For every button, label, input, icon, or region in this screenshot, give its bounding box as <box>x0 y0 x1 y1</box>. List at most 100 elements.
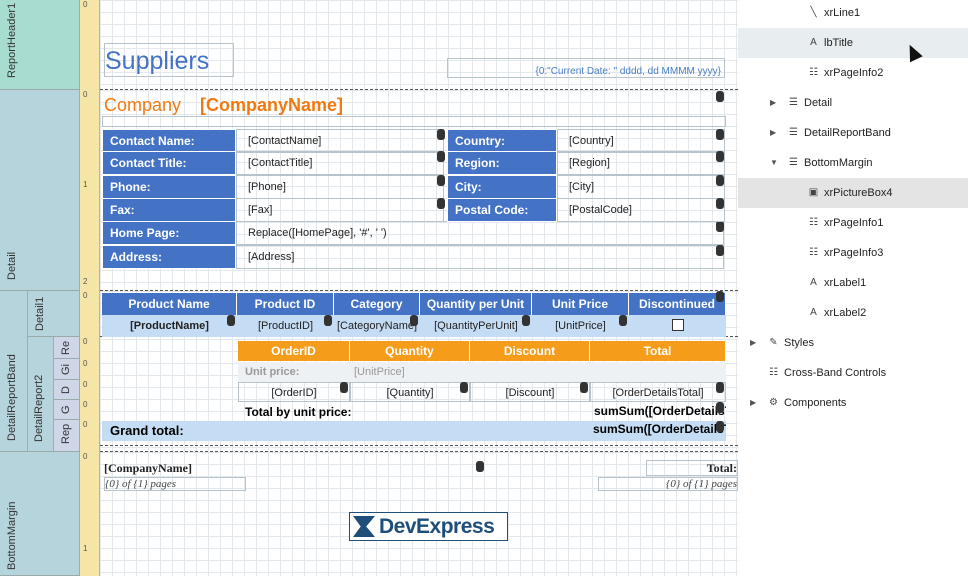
tree-item-xrpageinfo2[interactable]: ☷xrPageInfo2 <box>738 58 968 88</box>
field-value-cell[interactable]: [ContactName] <box>236 129 444 153</box>
grand-total-label[interactable]: Grand total: <box>102 421 590 441</box>
company-caption[interactable]: Company <box>104 95 182 115</box>
discontinued-checkbox[interactable] <box>672 319 684 331</box>
band-g3[interactable]: G <box>54 400 80 420</box>
field-value-cell[interactable]: [ContactTitle] <box>236 151 444 175</box>
field-label-cell[interactable]: Home Page: <box>102 221 236 245</box>
products-value-cell[interactable]: [ProductID] <box>237 315 334 337</box>
expand-arrow-icon[interactable]: ▶ <box>750 398 757 407</box>
field-label-cell[interactable]: Region: <box>447 151 557 175</box>
orders-value-cell[interactable]: [Quantity] <box>350 382 470 402</box>
orders-header-cell[interactable]: Discount <box>470 341 590 361</box>
orders-value-cell[interactable]: [OrderDetailsTotal] <box>590 382 726 402</box>
ruler-tick: 0 <box>83 420 88 429</box>
products-value-cell[interactable]: [QuantityPerUnit] <box>420 315 532 337</box>
band-detail-report2[interactable]: DetailReport2 <box>28 337 54 452</box>
orders-value-cell[interactable]: [OrderID] <box>238 382 350 402</box>
tree-item-bottommargin[interactable]: ▼☰BottomMargin <box>738 148 968 178</box>
total-by-unit-price-label[interactable]: Total by unit price: <box>245 405 352 419</box>
db-field-icon <box>716 129 724 140</box>
band-bottom-margin[interactable]: BottomMargin <box>0 452 80 576</box>
surface-bottom[interactable] <box>100 452 738 576</box>
band-rep[interactable]: Rep <box>54 420 80 452</box>
products-header-cell[interactable]: Product ID <box>237 293 334 315</box>
field-value-cell[interactable]: [Country] <box>557 129 725 153</box>
products-header-cell[interactable]: Discontinued <box>629 293 726 315</box>
field-label-cell[interactable]: Fax: <box>102 198 236 222</box>
report-title[interactable]: Suppliers <box>104 43 234 77</box>
field-label-cell[interactable]: Postal Code: <box>447 198 557 222</box>
products-header-cell[interactable]: Unit Price <box>532 293 629 315</box>
tree-item-styles[interactable]: ▶✎Styles <box>738 328 968 358</box>
products-header-cell[interactable]: Quantity per Unit <box>420 293 532 315</box>
field-label-cell[interactable]: City: <box>447 175 557 199</box>
orders-header-cell[interactable]: Quantity <box>350 341 470 361</box>
footer-pages-left[interactable]: {0} of {1} pages <box>104 477 246 491</box>
total-by-unit-sum[interactable]: sumSum([OrderDetailsTotal]) <box>594 404 726 418</box>
tree-item-components[interactable]: ▶⚙Components <box>738 388 968 418</box>
field-value-cell[interactable]: [PostalCode] <box>557 198 725 222</box>
orders-header-cell[interactable]: Total <box>590 341 726 361</box>
page-info-icon: ☷ <box>809 247 818 258</box>
band-detail-report-label: DetailReportBand <box>6 354 18 441</box>
devexpress-logo-picturebox[interactable]: DevExpress <box>349 512 508 541</box>
tree-item-xrpageinfo3[interactable]: ☷ xrPageInfo3 <box>738 238 968 268</box>
orders-value-cell[interactable]: [Discount] <box>470 382 590 402</box>
unit-price-value[interactable]: [UnitPrice] <box>350 362 726 382</box>
company-name-field[interactable]: [CompanyName] <box>200 95 344 115</box>
products-header-cell[interactable]: Category <box>334 293 420 315</box>
field-label-cell[interactable]: Phone: <box>102 175 236 199</box>
band-detail[interactable]: Detail <box>0 90 80 291</box>
collapse-arrow-icon[interactable]: ▼ <box>770 158 778 167</box>
products-value-cell[interactable]: [UnitPrice] <box>532 315 629 337</box>
field-value-cell[interactable]: [City] <box>557 175 725 199</box>
expand-arrow-icon[interactable]: ▶ <box>750 338 757 347</box>
current-date-page-info[interactable]: {0:"Current Date: " dddd, dd MMMM yyyy} <box>447 58 725 78</box>
band-detail-report[interactable]: DetailReportBand <box>0 291 28 452</box>
db-field-icon <box>324 315 332 326</box>
field-value-cell[interactable]: [Fax] <box>236 198 444 222</box>
field-value-cell[interactable]: [Phone] <box>236 175 444 199</box>
field-value-cell[interactable]: [Region] <box>557 151 725 175</box>
products-value-cell[interactable]: [CategoryName] <box>334 315 420 337</box>
expand-arrow-icon[interactable]: ▶ <box>770 128 777 137</box>
surface-header[interactable] <box>100 0 738 90</box>
band-d[interactable]: D <box>54 380 80 400</box>
footer-company-name[interactable]: [CompanyName] <box>104 461 192 475</box>
grand-total-sum[interactable]: sumSum([OrderDetailsTotal]) <box>590 421 726 441</box>
tree-item-xrpicturebox4[interactable]: ▣xrPictureBox4 <box>738 178 968 208</box>
band-g2[interactable]: Gi <box>54 359 80 380</box>
report-designer-surface[interactable]: ReportHeader1 Detail DetailReportBand De… <box>0 0 738 576</box>
field-value-cell[interactable]: [Address] <box>236 245 724 269</box>
tree-item-cross-band-controls[interactable]: ☷Cross-Band Controls <box>738 358 968 388</box>
products-value-cell[interactable]: [ProductName] <box>102 315 237 337</box>
expand-arrow-icon[interactable]: ▶ <box>770 98 777 107</box>
db-field-icon <box>716 291 724 302</box>
band-report-header-label: ReportHeader1 <box>6 2 18 78</box>
ruler-tick: 0 <box>83 452 88 461</box>
tree-item-label: xrLabel2 <box>824 307 867 319</box>
field-value-cell[interactable]: Replace([HomePage], '#', ' ') <box>236 221 724 245</box>
tree-item-label: xrPageInfo3 <box>824 247 884 259</box>
tree-item-detailreportband[interactable]: ▶☰DetailReportBand <box>738 118 968 148</box>
field-label-cell[interactable]: Address: <box>102 245 236 269</box>
orders-header-cell[interactable]: OrderID <box>238 341 350 361</box>
unit-price-label[interactable]: Unit price: <box>238 362 350 382</box>
field-label-cell[interactable]: Contact Name: <box>102 129 236 153</box>
band-g1[interactable]: Re <box>54 337 80 359</box>
footer-total-label[interactable]: Total: <box>646 460 738 476</box>
field-label-cell[interactable]: Country: <box>447 129 557 153</box>
field-label-cell[interactable]: Contact Title: <box>102 151 236 175</box>
tree-item-xrpageinfo1[interactable]: ☷xrPageInfo1 <box>738 208 968 238</box>
band-detail1[interactable]: Detail1 <box>28 291 80 337</box>
products-header-cell[interactable]: Product Name <box>102 293 237 315</box>
band-report-header[interactable]: ReportHeader1 <box>0 0 80 90</box>
tree-item-label: xrPageInfo2 <box>824 67 884 79</box>
footer-pages-right[interactable]: {0} of {1} pages <box>598 477 738 491</box>
tree-item-xrline1[interactable]: ╲xrLine1 <box>738 0 968 28</box>
tree-item-detail[interactable]: ▶☰Detail <box>738 88 968 118</box>
